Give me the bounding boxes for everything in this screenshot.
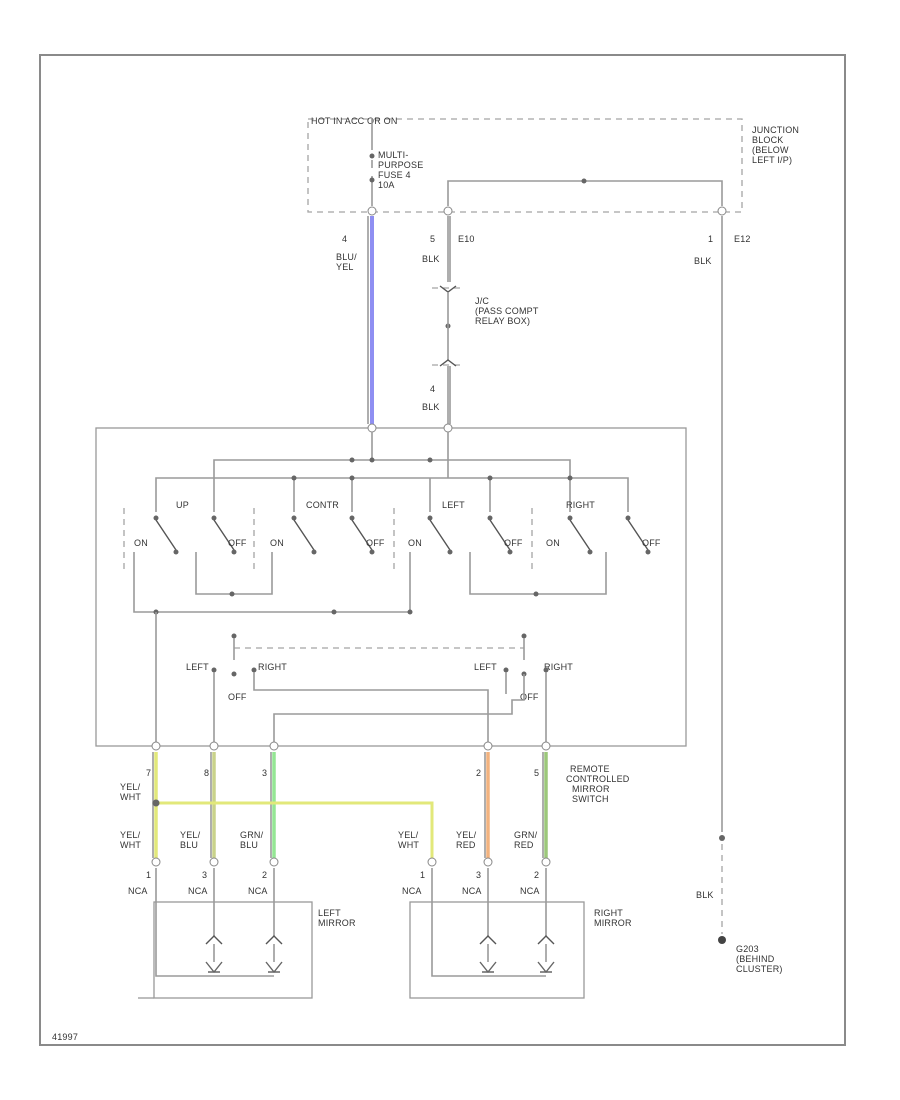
svg-text:ON: ON [408,538,422,548]
right-mirror-label: RIGHT MIRROR [594,908,632,928]
feed-wires: 4 BLU/ YEL 5 E10 BLK J/C (PASS COMPT REL… [336,216,751,832]
svg-text:NCA: NCA [402,886,422,896]
svg-text:NCA: NCA [520,886,540,896]
svg-text:3: 3 [262,768,267,778]
svg-text:GRN/BLU: GRN/BLU [240,830,264,850]
selector-right-label-1: RIGHT [258,662,287,672]
mirror-switch-box: UP CONTR LEFT RIGHT ON OFF ON OFF ON OFF… [95,423,687,804]
fuse-label: MULTI- PURPOSE FUSE 4 10A [378,150,426,190]
switch-label-contr: CONTR [306,500,339,510]
right-mirror-motor-2 [537,961,555,974]
junction-block-label: JUNCTION BLOCK (BELOW LEFT I/P) [752,125,802,165]
left-mirror-label: LEFT MIRROR [318,908,356,928]
ground-wire-color: BLK [696,890,714,900]
svg-text:GRN/RED: GRN/RED [514,830,538,850]
svg-text:YEL/WHT: YEL/WHT [120,830,141,850]
svg-text:NCA: NCA [462,886,482,896]
svg-text:1: 1 [420,870,425,880]
svg-text:7: 7 [146,768,151,778]
svg-text:ON: ON [546,538,560,548]
switch-label-right: RIGHT [566,500,595,510]
switch-label-up: UP [176,500,189,510]
svg-text:1: 1 [146,870,151,880]
svg-text:YEL/RED: YEL/RED [456,830,477,850]
svg-text:YEL/BLU: YEL/BLU [180,830,201,850]
svg-text:OFF: OFF [366,538,385,548]
wire-e10-conn: E10 [458,234,475,244]
upper-wire-color: YEL/ WHT [120,782,143,802]
wire-e12-color: BLK [694,256,712,266]
wire-e12-pin: 1 [708,234,713,244]
selector-left-label-1: LEFT [186,662,209,672]
relay-out-pin: 4 [430,384,435,394]
wire-e10-color: BLK [422,254,440,264]
svg-text:3: 3 [202,870,207,880]
svg-text:2: 2 [476,768,481,778]
selector-right-label-2: RIGHT [544,662,573,672]
junction-block: HOT IN ACC OR ON MULTI- PURPOSE FUSE 4 1… [307,116,802,216]
svg-text:NCA: NCA [188,886,208,896]
wire-e10-pin: 5 [430,234,435,244]
wire-blu-yel-color: BLU/ YEL [336,252,360,272]
right-mirror-motor-1 [479,961,497,974]
wire-e12-conn: E12 [734,234,751,244]
svg-text:OFF: OFF [228,538,247,548]
svg-text:NCA: NCA [128,886,148,896]
wire-blu-yel-pin: 4 [342,234,347,244]
svg-text:2: 2 [262,870,267,880]
svg-text:YEL/WHT: YEL/WHT [398,830,419,850]
svg-text:8: 8 [204,768,209,778]
ground-label: G203 (BEHIND CLUSTER) [736,944,783,974]
wire-yel-wht-cross [156,801,434,858]
switch-label-left: LEFT [442,500,465,510]
svg-text:ON: ON [270,538,284,548]
left-mirror: LEFT MIRROR [138,868,356,999]
on-off-labels: ON OFF ON OFF ON OFF ON OFF [134,538,661,548]
svg-text:5: 5 [534,768,539,778]
ground: BLK G203 (BEHIND CLUSTER) [696,835,783,974]
ground-point [718,936,726,944]
mirror-wires: 7 8 3 2 5 YEL/ WHT YEL/WHT YEL/BLU GRN/B… [120,752,551,896]
right-mirror: RIGHT MIRROR [409,868,632,999]
svg-text:OFF: OFF [504,538,523,548]
left-mirror-motor-2 [265,961,283,974]
selector-off-label-2: OFF [520,692,539,702]
diagram-code: 41997 [52,1032,78,1042]
relay-out-color: BLK [422,402,440,412]
svg-text:NCA: NCA [248,886,268,896]
left-mirror-motor-1 [205,961,223,974]
mirror-switch-name: REMOTE CONTROLLED MIRROR SWITCH [566,764,632,804]
svg-text:OFF: OFF [642,538,661,548]
switch-contacts [153,515,651,555]
svg-text:2: 2 [534,870,539,880]
selector-left-label-2: LEFT [474,662,497,672]
diagram-frame [39,54,846,1046]
junction-top-label: HOT IN ACC OR ON [311,116,398,126]
relay-box-label: J/C (PASS COMPT RELAY BOX) [475,296,541,326]
svg-text:3: 3 [476,870,481,880]
svg-text:ON: ON [134,538,148,548]
selector-off-label-1: OFF [228,692,247,702]
